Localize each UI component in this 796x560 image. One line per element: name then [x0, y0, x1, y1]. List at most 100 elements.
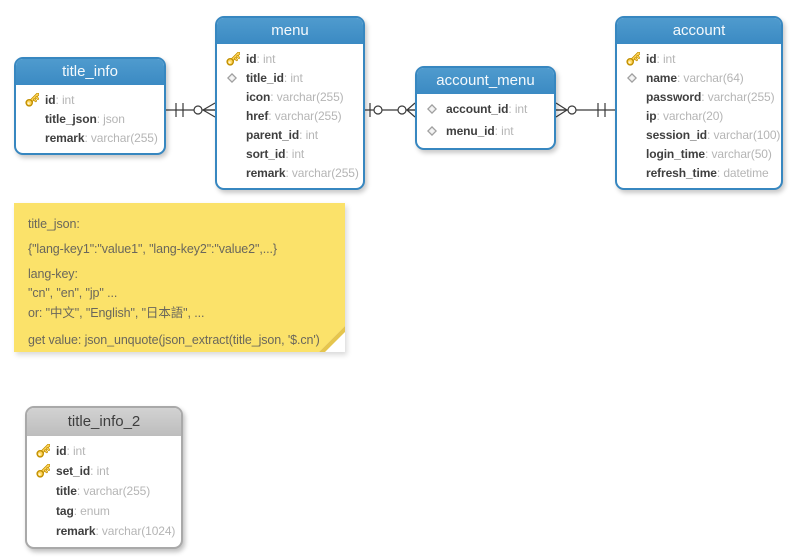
- table-header[interactable]: account_menu: [417, 68, 554, 94]
- table-row[interactable]: idint: [27, 441, 181, 461]
- diamond-icon: [426, 126, 446, 136]
- field-name: refresh_time: [646, 165, 717, 180]
- table-header[interactable]: account: [617, 18, 781, 44]
- one-and-only-one-marker: [175, 103, 184, 117]
- table-row[interactable]: idint: [16, 90, 164, 109]
- diamond-icon: [226, 72, 246, 83]
- table-menu[interactable]: menu idint title_idint iconvarchar(255) …: [215, 16, 365, 190]
- field-name: id: [246, 51, 257, 66]
- field-name: ip: [646, 108, 657, 123]
- table-header[interactable]: title_info_2: [27, 408, 181, 436]
- table-row[interactable]: set_idint: [27, 461, 181, 481]
- table-body: idint title_idint iconvarchar(255) hrefv…: [217, 44, 363, 188]
- field-name: id: [646, 51, 657, 66]
- field-type: int: [656, 52, 675, 66]
- table-row[interactable]: remarkvarchar(255): [217, 163, 363, 182]
- table-row[interactable]: titlevarchar(255): [27, 481, 181, 501]
- table-row[interactable]: tagenum: [27, 501, 181, 521]
- field-name: title_json: [45, 111, 97, 126]
- table-row[interactable]: parent_idint: [217, 125, 363, 144]
- table-row[interactable]: account_idint: [417, 98, 554, 120]
- field-name: login_time: [646, 146, 706, 161]
- field-type: varchar(255): [84, 131, 158, 145]
- table-row[interactable]: login_timevarchar(50): [617, 144, 781, 163]
- field-type: int: [55, 93, 74, 107]
- note-line: "cn", "en", "jp" ...: [28, 286, 118, 300]
- field-type: varchar(50): [705, 147, 771, 161]
- field-type: int: [284, 71, 302, 85]
- table-title: account: [672, 22, 726, 39]
- zero-or-one-marker: [369, 103, 383, 117]
- sticky-note[interactable]: title_json: {"lang-key1":"value1", "lang…: [14, 203, 345, 352]
- table-body: idint title_jsonjson remarkvarchar(255): [16, 85, 164, 153]
- note-line: lang-key:: [28, 267, 78, 281]
- field-type: int: [299, 128, 318, 142]
- field-name: title_id: [246, 70, 284, 85]
- zero-or-many-marker: [397, 102, 416, 118]
- table-header[interactable]: title_info: [16, 59, 164, 85]
- table-row[interactable]: idint: [217, 49, 363, 68]
- relationship-menu-account_menu[interactable]: [365, 102, 416, 118]
- table-row[interactable]: remarkvarchar(255): [16, 128, 164, 147]
- field-name: id: [56, 444, 67, 458]
- key-icon: [25, 92, 45, 107]
- field-type: varchar(255): [270, 90, 344, 104]
- field-type: enum: [74, 504, 110, 518]
- table-row[interactable]: refresh_timedatetime: [617, 163, 781, 182]
- table-row[interactable]: menu_idint: [417, 120, 554, 142]
- field-type: varchar(1024): [95, 524, 176, 538]
- field-type: varchar(255): [285, 166, 359, 180]
- field-type: varchar(255): [701, 90, 775, 104]
- field-type: varchar(100): [707, 128, 781, 142]
- table-row[interactable]: ipvarchar(20): [617, 106, 781, 125]
- field-name: name: [646, 70, 677, 85]
- field-name: session_id: [646, 127, 708, 142]
- table-row[interactable]: title_idint: [217, 68, 363, 87]
- note-line: or: "中文", "English", "日本語", ...: [28, 306, 205, 320]
- zero-or-many-marker: [193, 102, 216, 118]
- field-name: account_id: [446, 102, 509, 116]
- table-title: title_info: [62, 63, 118, 80]
- table-row[interactable]: sort_idint: [217, 144, 363, 163]
- table-row[interactable]: namevarchar(64): [617, 68, 781, 87]
- note-line: title_json:: [28, 217, 80, 231]
- relationship-account_menu-account[interactable]: [555, 102, 615, 118]
- table-body: account_idint menu_idint: [417, 94, 554, 148]
- table-account[interactable]: account idint namevarchar(64) passwordva…: [615, 16, 783, 190]
- diamond-icon: [426, 104, 446, 114]
- field-type: datetime: [717, 166, 768, 180]
- key-icon: [226, 51, 246, 66]
- field-name: icon: [246, 89, 271, 104]
- key-icon: [36, 464, 56, 478]
- note-line: {"lang-key1":"value1", "lang-key2":"valu…: [28, 242, 277, 256]
- table-row[interactable]: remarkvarchar(1024): [27, 521, 181, 541]
- table-row[interactable]: passwordvarchar(255): [617, 87, 781, 106]
- one-and-only-one-marker: [597, 103, 606, 117]
- field-type: int: [285, 147, 304, 161]
- field-name: remark: [45, 130, 85, 145]
- note-fold-corner: [319, 326, 345, 352]
- table-row[interactable]: hrefvarchar(255): [217, 106, 363, 125]
- relationship-title_info-menu[interactable]: [166, 102, 216, 118]
- table-header[interactable]: menu: [217, 18, 363, 44]
- table-row[interactable]: iconvarchar(255): [217, 87, 363, 106]
- field-type: json: [97, 112, 125, 126]
- table-row[interactable]: idint: [617, 49, 781, 68]
- table-row[interactable]: session_idvarchar(100): [617, 125, 781, 144]
- field-name: set_id: [56, 464, 91, 478]
- table-title_info_2[interactable]: title_info_2 idint set_idint titlevarcha…: [25, 406, 183, 549]
- field-type: int: [90, 464, 109, 478]
- field-name: id: [45, 92, 56, 107]
- field-name: tag: [56, 504, 74, 518]
- table-title: title_info_2: [67, 413, 141, 430]
- field-name: menu_id: [446, 124, 495, 138]
- field-type: int: [508, 102, 527, 116]
- table-title_info[interactable]: title_info idint title_jsonjson remarkva…: [14, 57, 166, 155]
- table-account_menu[interactable]: account_menu account_idint menu_idint: [415, 66, 556, 150]
- note-line: get value: json_unquote(json_extract(tit…: [28, 333, 320, 347]
- field-type: varchar(255): [77, 484, 150, 498]
- field-type: int: [495, 124, 513, 138]
- table-row[interactable]: title_jsonjson: [16, 109, 164, 128]
